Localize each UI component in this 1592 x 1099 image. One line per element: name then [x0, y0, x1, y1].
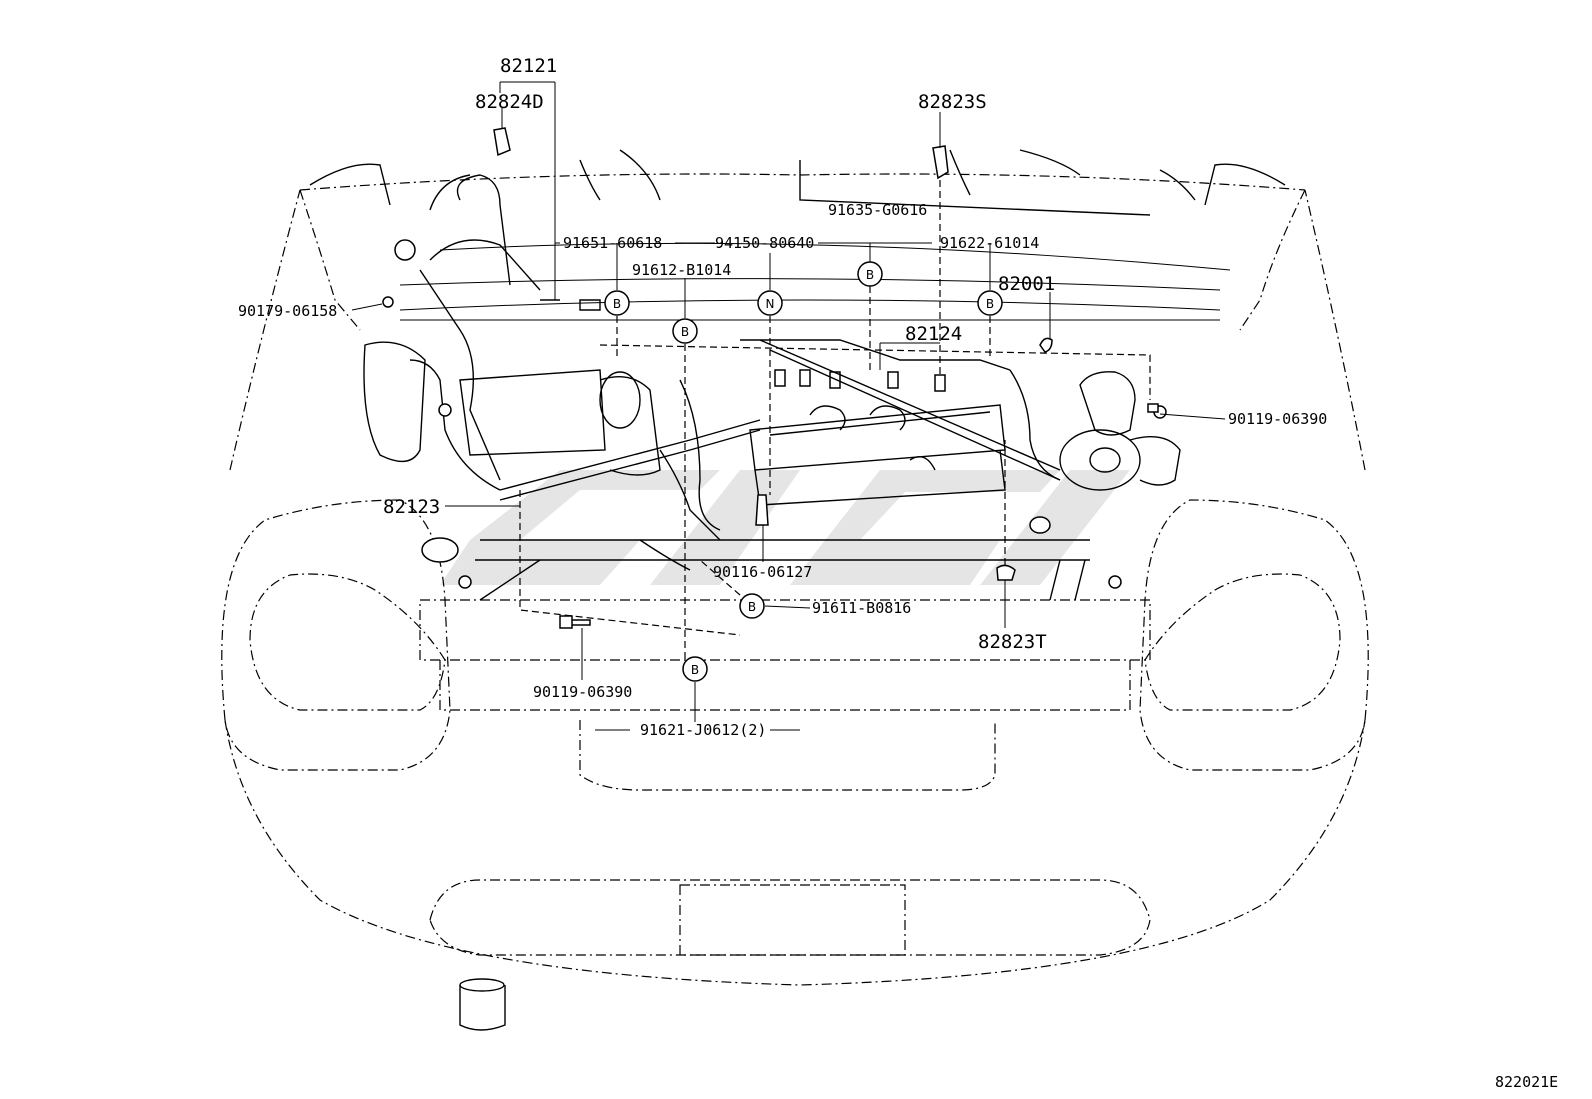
- label-82823s: 82823S: [918, 91, 987, 113]
- clip-82823t: [996, 564, 1016, 581]
- clip-82823s: [932, 145, 949, 180]
- label-94150-80640: 94150-80640: [715, 234, 814, 252]
- connector-82824d: [493, 127, 511, 157]
- symbol-b-91621: B: [682, 656, 708, 682]
- svg-text:B: B: [691, 663, 699, 677]
- label-82123: 82123: [383, 496, 440, 518]
- label-91622-61014: 91622-61014: [940, 234, 1039, 252]
- symbol-n-94150: N: [757, 290, 783, 316]
- label-82124: 82124: [905, 323, 962, 345]
- symbol-b-91622: B: [977, 290, 1003, 316]
- diagram-code: 822021E: [1495, 1073, 1558, 1091]
- engine-bay: [363, 174, 1181, 636]
- symbol-b-91635: B: [857, 261, 883, 287]
- svg-text:B: B: [986, 297, 994, 311]
- bolt-90119-right: [1147, 403, 1159, 413]
- svg-text:B: B: [681, 325, 689, 339]
- circled-symbols: B B N B B B B: [604, 261, 1003, 682]
- label-91635-g0616: 91635-G0616: [828, 201, 927, 219]
- parts-graphics: [382, 127, 1159, 629]
- label-91611-b0816: 91611-B0816: [812, 599, 911, 617]
- label-82824d: 82824D: [475, 91, 544, 113]
- label-90119-06390-left: 90119-06390: [533, 683, 632, 701]
- symbol-b-91651: B: [604, 290, 630, 316]
- symbol-b-91611: B: [739, 593, 765, 619]
- label-90179-06158: 90179-06158: [238, 302, 337, 320]
- leader-lines: [351, 81, 1226, 731]
- label-82823t: 82823T: [978, 631, 1047, 653]
- svg-text:N: N: [766, 297, 775, 311]
- label-82001: 82001: [998, 273, 1055, 295]
- bolt-90119-left: [559, 615, 591, 629]
- svg-text:B: B: [748, 600, 756, 614]
- svg-text:B: B: [613, 297, 621, 311]
- nut-90179: [382, 296, 394, 308]
- label-91621-j0612: 91621-J0612(2): [640, 721, 766, 739]
- label-91651-60618: 91651-60618: [563, 234, 662, 252]
- label-90116-06127: 90116-06127: [713, 563, 812, 581]
- svg-text:B: B: [866, 268, 874, 282]
- label-91612-b1014: 91612-B1014: [632, 261, 731, 279]
- clamp-82001: [1039, 337, 1053, 353]
- vehicle-body-outline: [221, 149, 1369, 1031]
- symbol-b-91612: B: [672, 318, 698, 344]
- label-82121: 82121: [500, 55, 557, 77]
- label-90119-06390-right: 90119-06390: [1228, 410, 1327, 428]
- bolt-90116: [755, 494, 769, 526]
- part-labels: 82121 82824D 82823S 91635-G0616 91651-60…: [238, 55, 1558, 1091]
